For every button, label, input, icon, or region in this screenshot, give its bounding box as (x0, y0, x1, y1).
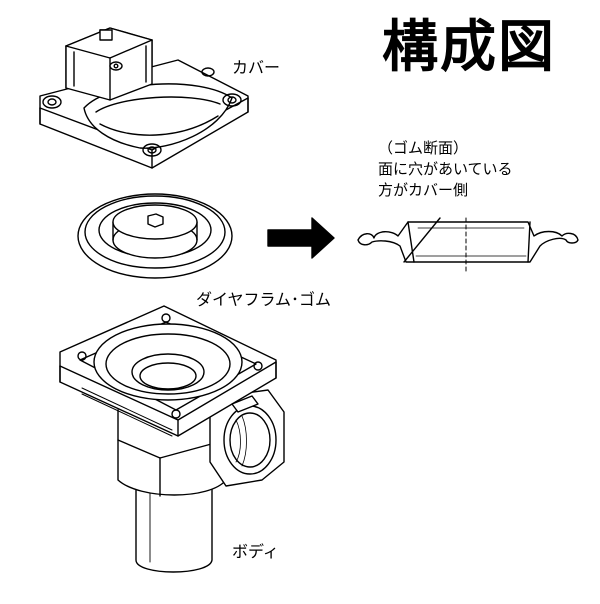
cross-section-note: （ゴム断面） 面に穴があいている 方がカバー側 (378, 138, 513, 201)
note-line-2: 面に穴があいている (378, 160, 513, 178)
page-title: 構成図 (382, 15, 556, 80)
arrow-icon (267, 217, 335, 259)
cover-label: カバー (232, 58, 281, 77)
note-line-1: （ゴム断面） (378, 139, 469, 157)
body-label: ボディ (232, 542, 279, 561)
note-line-3: 方がカバー側 (378, 181, 469, 199)
diaphragm-label: ダイヤフラム･ゴム (196, 290, 332, 309)
body-part (59, 305, 285, 573)
cover-part (39, 27, 249, 169)
diaphragm-part (77, 193, 233, 279)
rubber-cross-section (357, 217, 579, 275)
